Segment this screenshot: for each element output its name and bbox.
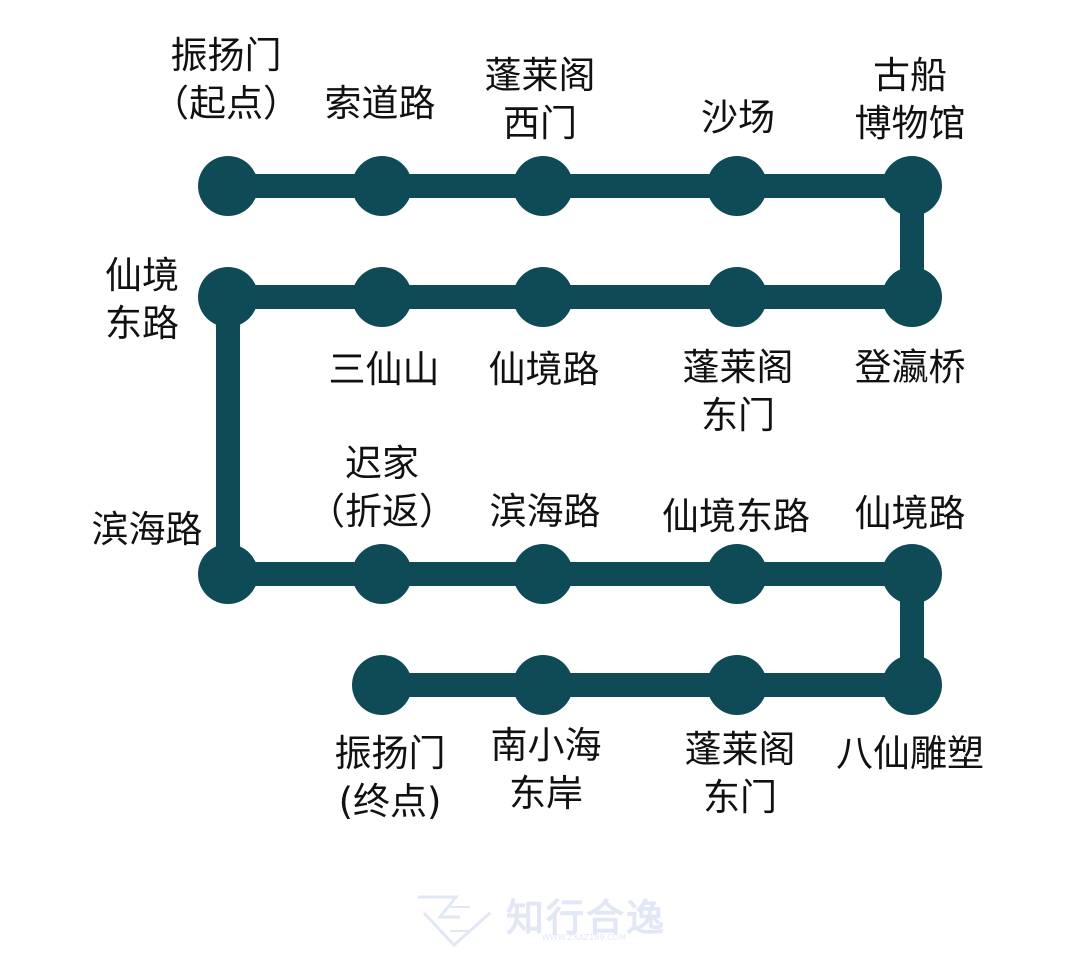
stop-label-line: （折返） [308, 490, 456, 533]
stop-label-line: 南小海 [490, 724, 602, 767]
stop-dot-s7 [707, 267, 767, 327]
stop-label-s7: 蓬莱阁东门 [683, 344, 794, 440]
stop-label-s5: 古船博物馆 [855, 52, 966, 148]
stop-label-line: 仙境路 [488, 348, 600, 391]
stop-dot-s6 [882, 267, 942, 327]
stop-label-s4: 沙场 [701, 94, 775, 142]
stop-label-s1: 振扬门 （起点） [152, 32, 300, 128]
stop-dot-s1 [198, 156, 258, 216]
stop-dot-s11 [198, 544, 258, 604]
stop-label-line: 东门 [703, 776, 777, 819]
stop-dot-s18 [513, 655, 573, 715]
stop-label-line: 八仙雕塑 [836, 732, 984, 775]
stop-label-s14: 仙境东路 [662, 493, 810, 541]
stop-dot-s13 [513, 544, 573, 604]
stop-dot-s8 [513, 267, 573, 327]
stop-label-s13: 滨海路 [490, 488, 601, 536]
stop-label-line: 滨海路 [489, 490, 601, 533]
stop-dot-s15 [882, 544, 942, 604]
stop-dot-s17 [707, 655, 767, 715]
stop-label-s19: 振扬门 (终点) [335, 730, 446, 826]
zx-logo-icon [418, 895, 491, 948]
stop-dot-s4 [707, 156, 767, 216]
stop-label-line: 沙场 [701, 96, 775, 139]
watermark-text: 知行合逸 [506, 896, 667, 940]
stop-label-line: 博物馆 [854, 102, 966, 145]
stop-label-s15: 仙境路 [855, 490, 966, 538]
stop-label-line: 东门 [701, 394, 775, 437]
stop-dot-s2 [352, 156, 412, 216]
stop-dot-s5 [882, 156, 942, 216]
stop-label-line: 仙境 [105, 254, 179, 297]
stop-label-s11: 滨海路 [92, 506, 203, 554]
stop-dot-s19 [352, 655, 412, 715]
stop-dot-s14 [707, 544, 767, 604]
stop-label-line: 古船 [873, 54, 947, 97]
stop-label-line: (终点) [338, 780, 442, 823]
stop-label-line: 蓬莱阁 [682, 346, 794, 389]
stop-label-s18: 南小海东岸 [491, 722, 602, 818]
watermark-url: WWW.ZXAZ189.COM [542, 933, 626, 942]
stop-dot-s10 [198, 267, 258, 327]
watermark: 知行合逸 WWW.ZXAZ189.COM [410, 885, 680, 955]
stop-label-line: （起点） [152, 82, 300, 125]
stop-label-line: 蓬莱阁 [484, 54, 596, 97]
stop-label-line: 索道路 [324, 82, 436, 125]
stop-label-s16: 八仙雕塑 [836, 730, 984, 778]
stop-label-s8: 仙境路 [489, 346, 600, 394]
stop-label-line: 滨海路 [91, 508, 203, 551]
stop-label-s9: 三仙山 [329, 346, 440, 394]
stop-label-line: 东岸 [509, 772, 583, 815]
stop-label-line: 仙境路 [854, 492, 966, 535]
stop-label-s2: 索道路 [325, 80, 436, 128]
stop-label-line: 迟家 [345, 442, 419, 485]
stop-dot-s16 [882, 655, 942, 715]
stop-label-s17: 蓬莱阁东门 [685, 726, 796, 822]
stop-dot-s12 [352, 544, 412, 604]
stop-label-line: 西门 [503, 102, 577, 145]
stop-label-s10: 仙境东路 [105, 252, 179, 348]
stop-label-line: 东路 [105, 302, 179, 345]
stop-label-line: 仙境东路 [662, 495, 810, 538]
stop-label-s12: 迟家 （折返） [308, 440, 456, 536]
stop-label-line: 振扬门 [334, 732, 446, 775]
stop-label-s6: 登瀛桥 [855, 344, 966, 392]
stop-label-s3: 蓬莱阁西门 [485, 52, 596, 148]
stop-label-line: 振扬门 [170, 34, 282, 77]
stop-label-line: 蓬莱阁 [684, 728, 796, 771]
route-line [216, 174, 924, 697]
stop-label-line: 三仙山 [328, 348, 440, 391]
stop-dot-s3 [513, 156, 573, 216]
stop-label-line: 登瀛桥 [854, 346, 966, 389]
stop-dot-s9 [352, 267, 412, 327]
